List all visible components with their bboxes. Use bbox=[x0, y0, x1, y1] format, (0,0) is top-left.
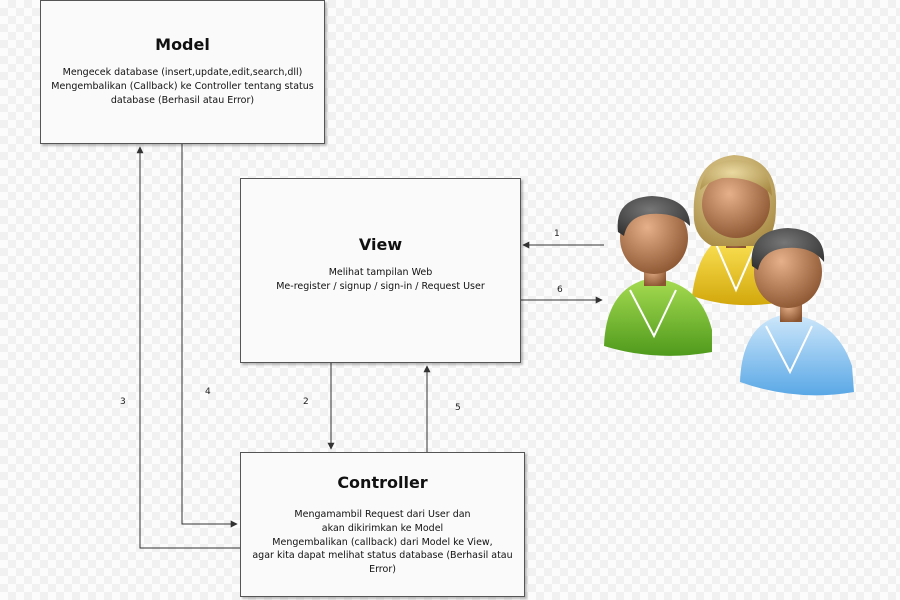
step-label-6: 6 bbox=[557, 285, 563, 295]
model-description: Mengecek database (insert,update,edit,se… bbox=[41, 66, 324, 107]
view-line: Me-register / signup / sign-in / Request… bbox=[276, 280, 485, 292]
controller-box: Controller Mengamambil Request dari User… bbox=[240, 452, 525, 597]
controller-line: agar kita dapat melihat status database … bbox=[252, 550, 513, 562]
arrow-4-model-to-controller bbox=[181, 144, 238, 528]
user-blue-figure bbox=[740, 228, 854, 396]
controller-title: Controller bbox=[337, 473, 428, 492]
users-group-icon bbox=[604, 155, 854, 396]
step-label-3: 3 bbox=[120, 397, 126, 407]
model-line: database (Berhasil atau Error) bbox=[110, 94, 255, 106]
model-line: Mengecek database (insert,update,edit,se… bbox=[62, 67, 303, 78]
view-description: Melihat tampilan Web Me-register / signu… bbox=[241, 266, 520, 294]
model-title: Model bbox=[155, 35, 210, 54]
user-yellow-figure bbox=[692, 155, 790, 306]
controller-line: Error) bbox=[369, 564, 396, 576]
arrow-3-controller-to-model bbox=[136, 146, 240, 549]
step-label-2: 2 bbox=[303, 397, 309, 407]
controller-line: Mengamambil Request dari User dan bbox=[294, 509, 471, 520]
view-title: View bbox=[358, 235, 403, 254]
controller-line: Mengembalikan (callback) dari Model ke V… bbox=[272, 536, 493, 548]
controller-line: akan dikirimkan ke Model bbox=[321, 522, 444, 534]
step-label-5: 5 bbox=[455, 403, 461, 413]
step-label-1: 1 bbox=[554, 229, 560, 239]
step-label-4: 4 bbox=[205, 387, 211, 397]
model-line: Mengembalikan (Callback) ke Controller t… bbox=[51, 80, 314, 92]
view-box: View Melihat tampilan Web Me-register / … bbox=[240, 178, 521, 363]
controller-description: Mengamambil Request dari User dan akan d… bbox=[241, 508, 524, 577]
user-green-figure bbox=[604, 196, 712, 356]
model-box: Model Mengecek database (insert,update,e… bbox=[40, 0, 325, 144]
view-line: Melihat tampilan Web bbox=[328, 267, 433, 278]
